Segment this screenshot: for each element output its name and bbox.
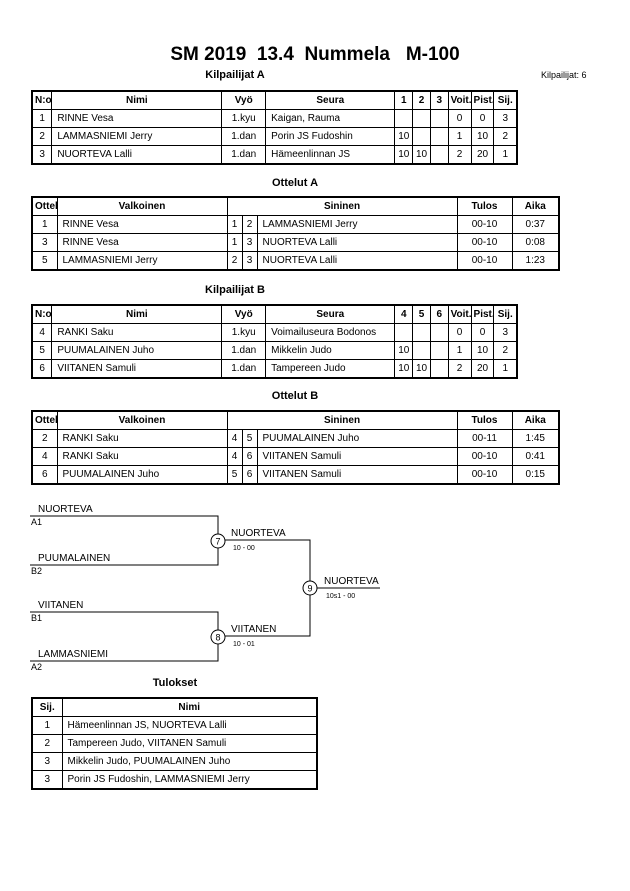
entry-seed: B1 [31,613,42,623]
match-node: 8 [210,629,226,645]
cell: 2 [493,341,518,360]
cell: VIITANEN Samuli [256,465,458,485]
cell: 1 [493,359,518,379]
matches-b-heading: Ottelut B [271,390,319,402]
cell: VIITANEN Samuli [256,447,458,466]
cell: 10 [412,145,431,165]
cell: NUORTEVA Lalli [51,145,223,165]
table-row: 1 RINNE Vesa 1.kyu Kaigan, Rauma 0 0 3 [31,109,518,128]
table-row: 5 PUUMALAINEN Juho 1.dan Mikkelin Judo 1… [31,341,518,360]
cell: 00-10 [456,465,513,485]
entry-name: NUORTEVA [38,504,93,515]
cell: 3 [31,752,63,771]
cell: 00-10 [456,233,513,252]
cell: 2 [447,145,472,165]
cell: NUORTEVA Lalli [256,233,458,252]
match-winner: NUORTEVA [231,528,286,539]
table-header: Ottelu Valkoinen Sininen Tulos Aika [31,196,560,216]
cell: 0:08 [511,233,560,252]
entry-name: LAMMASNIEMI [38,649,108,660]
entry-seed: A2 [31,662,42,672]
table-row: 3 Mikkelin Judo, PUUMALAINEN Juho [31,752,318,771]
cell: LAMMASNIEMI Jerry [51,127,223,146]
match-number: 7 [215,537,220,547]
matches-a-table: Ottelu Valkoinen Sininen Tulos Aika 1 RI… [31,196,561,271]
cell: 3 [493,323,518,342]
table-row: 2 LAMMASNIEMI Jerry 1.dan Porin JS Fudos… [31,127,518,146]
bracket-line [218,539,311,637]
entry-name: VIITANEN [38,600,83,611]
cell: 1 [31,716,63,735]
results-heading: Tulokset [152,677,198,689]
cell: 4 [226,447,243,466]
pool-b-heading: Kilpailijat B [205,284,265,296]
cell: Hämeenlinnan JS, NUORTEVA Lalli [61,716,318,735]
cell: Porin JS Fudoshin [265,127,396,146]
cell: Hämeenlinnan JS [265,145,396,165]
table-row: 4 RANKI Saku 4 6 VIITANEN Samuli 00-10 0… [31,447,560,466]
cell: 10 [470,127,495,146]
match-score: 10s1 - 00 [326,593,355,600]
pool-a-heading: Kilpailijat A [205,69,265,81]
matches-a-heading: Ottelut A [271,177,319,189]
table-row: 1 Hämeenlinnan JS, NUORTEVA Lalli [31,716,318,735]
table-row: 3 Porin JS Fudoshin, LAMMASNIEMI Jerry [31,770,318,790]
table-header: Sij. Nimi [31,697,318,717]
cell: 1.dan [221,341,267,360]
match-number: 9 [307,584,312,594]
matches-b-table: Ottelu Valkoinen Sininen Tulos Aika 2 RA… [31,410,561,485]
cell: Mikkelin Judo, PUUMALAINEN Juho [61,752,318,771]
cell: 4 [31,447,58,466]
cell: Tampereen Judo, VIITANEN Samuli [61,734,318,753]
header-cell: Sij. [31,697,63,717]
cell: 6 [241,465,258,485]
table-row: 2 RANKI Saku 4 5 PUUMALAINEN Juho 00-11 … [31,429,560,448]
match-node: 7 [210,533,226,549]
cell: 20 [470,145,495,165]
table-row: 1 RINNE Vesa 1 2 LAMMASNIEMI Jerry 00-10… [31,215,560,234]
entry-seed: B2 [31,566,42,576]
pool-b-table: N:o Nimi Vyö Seura 4 5 6 Voit. Pist. Sij… [31,304,518,379]
cell: 0:15 [511,465,560,485]
match-winner: VIITANEN [231,624,276,635]
results-table: Sij. Nimi 1 Hämeenlinnan JS, NUORTEVA La… [31,697,318,790]
match-number: 8 [215,633,220,643]
participants-count: Kilpailijat: 6 [541,70,587,80]
table-row: 2 Tampereen Judo, VIITANEN Samuli [31,734,318,753]
header-cell: Nimi [61,697,318,717]
cell: PUUMALAINEN Juho [51,341,223,360]
pool-a-table: N:o Nimi Vyö Seura 1 2 3 Voit. Pist. Sij… [31,90,518,165]
cell: NUORTEVA Lalli [256,251,458,271]
cell: 1.dan [221,359,267,379]
table-row: 5 LAMMASNIEMI Jerry 2 3 NUORTEVA Lalli 0… [31,251,560,271]
match-score: 10 - 00 [233,545,255,552]
cell: Mikkelin Judo [265,341,396,360]
header-cell: Sij. [493,90,518,110]
table-row: 3 RINNE Vesa 1 3 NUORTEVA Lalli 00-10 0:… [31,233,560,252]
table-row: 6 VIITANEN Samuli 1.dan Tampereen Judo 1… [31,359,518,379]
cell: Porin JS Fudoshin, LAMMASNIEMI Jerry [61,770,318,790]
cell: 00-10 [456,251,513,271]
cell: 0:41 [511,447,560,466]
cell: 3 [31,770,63,790]
match-winner: NUORTEVA [324,576,379,587]
cell: 1 [493,145,518,165]
entry-seed: A1 [31,517,42,527]
table-header: Ottelu Valkoinen Sininen Tulos Aika [31,410,560,430]
match-node: 9 [302,580,318,596]
cell: 2 [31,734,63,753]
cell: 2 [493,127,518,146]
match-score: 10 - 01 [233,641,255,648]
table-row: 3 NUORTEVA Lalli 1.dan Hämeenlinnan JS 1… [31,145,518,165]
page-title: SM 2019 13.4 Nummela M-100 [170,44,460,65]
cell: VIITANEN Samuli [51,359,223,379]
cell: Tampereen Judo [265,359,396,379]
table-row: 6 PUUMALAINEN Juho 5 6 VIITANEN Samuli 0… [31,465,560,485]
entry-name: PUUMALAINEN [38,553,110,564]
cell: 1:23 [511,251,560,271]
